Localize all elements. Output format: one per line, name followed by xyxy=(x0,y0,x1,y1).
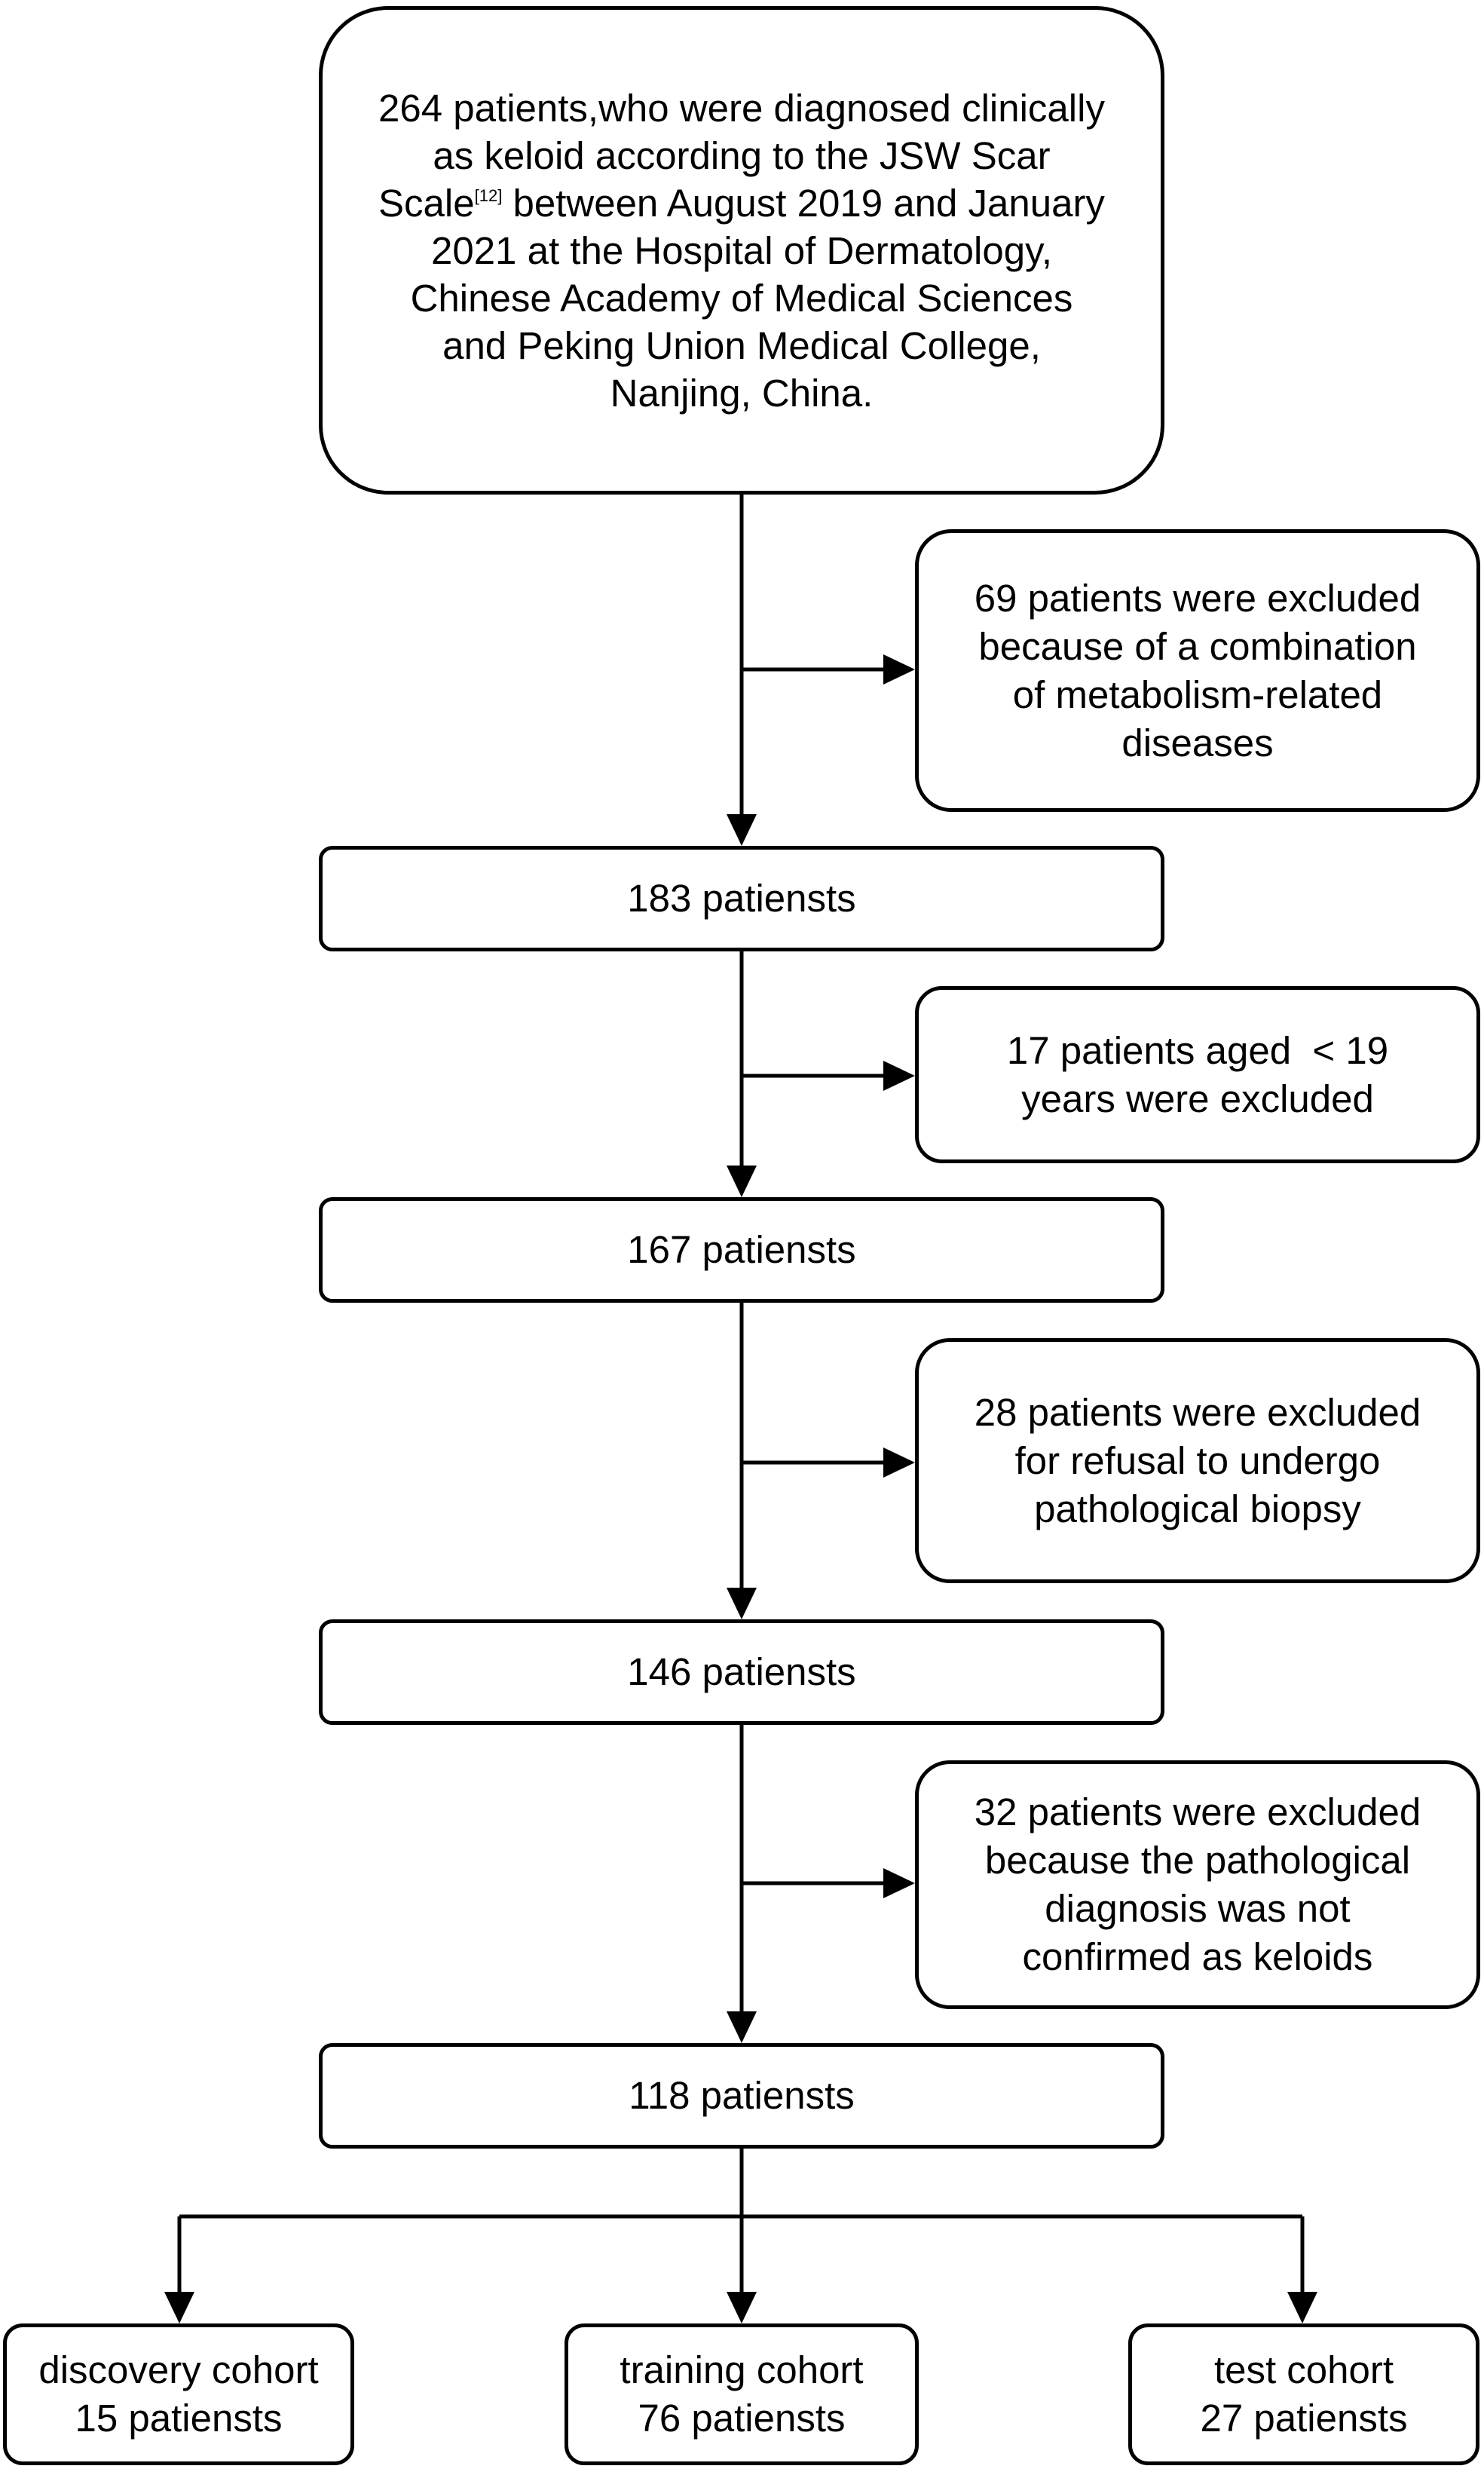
exclusion-line: 28 patients were excluded xyxy=(974,1390,1421,1434)
cohort-name: training cohort xyxy=(620,2348,864,2391)
arrowhead-to-167 xyxy=(727,1166,757,1197)
exclusion-box-pathology: 32 patients were excluded because the pa… xyxy=(915,1760,1480,2009)
exclusion-line: diseases xyxy=(1121,721,1274,764)
arrowhead-to-exclusion-4 xyxy=(883,1868,915,1898)
exclusion-box-metabolism: 69 patients were excluded because of a c… xyxy=(915,529,1480,812)
arrowhead-to-training xyxy=(727,2292,757,2323)
enrollment-line: 264 patients,who were diagnosed clinical… xyxy=(378,86,1105,130)
enrollment-line: Nanjing, China. xyxy=(610,371,874,415)
exclusion-box-biopsy-refusal: 28 patients were excluded for refusal to… xyxy=(915,1338,1480,1583)
exclusion-box-age: 17 patients aged < 19 years were exclude… xyxy=(915,986,1480,1163)
enrollment-line-scale: Scale xyxy=(378,181,475,225)
enrollment-line: Chinese Academy of Medical Sciences xyxy=(410,276,1073,320)
arrowhead-to-exclusion-1 xyxy=(883,654,915,685)
exclusion-line: for refusal to undergo xyxy=(1014,1438,1381,1482)
cohort-count: 27 patiensts xyxy=(1200,2397,1408,2440)
cohort-box-training: training cohort 76 patiensts xyxy=(565,2323,919,2465)
stage-box-167: 167 patiensts xyxy=(319,1197,1164,1303)
exclusion-line: of metabolism-related xyxy=(1012,672,1383,716)
cohort-count: 76 patiensts xyxy=(638,2397,846,2440)
stage-box-183: 183 patiensts xyxy=(319,846,1164,951)
exclusion-line: confirmed as keloids xyxy=(1022,1935,1373,1978)
stage-box-118: 118 patiensts xyxy=(319,2043,1164,2149)
cohort-box-test: test cohort 27 patiensts xyxy=(1128,2323,1479,2465)
arrowhead-to-118 xyxy=(727,2011,757,2043)
exclusion-line: because the pathological xyxy=(984,1839,1411,1882)
enrollment-box: 264 patients,who were diagnosed clinical… xyxy=(319,6,1164,495)
arrowhead-to-exclusion-3 xyxy=(883,1447,915,1478)
exclusion-line: pathological biopsy xyxy=(1034,1487,1361,1530)
enrollment-line: as keloid according to the JSW Scar xyxy=(433,133,1051,177)
cohort-box-discovery: discovery cohort 15 patiensts xyxy=(3,2323,354,2465)
enrollment-line: Scale[12] between August 2019 and Januar… xyxy=(378,179,1105,227)
cohort-count: 15 patiensts xyxy=(75,2397,283,2440)
arrowhead-to-exclusion-2 xyxy=(883,1061,915,1091)
exclusion-line: 32 patients were excluded xyxy=(974,1790,1421,1833)
stage-label: 183 patiensts xyxy=(627,877,856,920)
exclusion-line: because of a combination xyxy=(978,624,1417,668)
arrowhead-to-146 xyxy=(727,1588,757,1619)
reference-citation: [12] xyxy=(474,185,503,205)
cohort-name: test cohort xyxy=(1213,2348,1394,2391)
stage-label: 167 patiensts xyxy=(627,1228,856,1271)
exclusion-line: 17 patients aged < 19 xyxy=(1006,1028,1389,1072)
arrowhead-to-test xyxy=(1287,2292,1317,2323)
enrollment-line: 2021 at the Hospital of Dermatology, xyxy=(430,228,1052,272)
arrowhead-to-discovery xyxy=(164,2292,194,2323)
exclusion-line: years were excluded xyxy=(1021,1077,1374,1120)
stage-label: 146 patiensts xyxy=(627,1650,856,1693)
exclusion-line: diagnosis was not xyxy=(1045,1887,1351,1930)
enrollment-line-dates: between August 2019 and January xyxy=(502,181,1105,225)
stage-label: 118 patiensts xyxy=(629,2074,855,2117)
enrollment-line: and Peking Union Medical College, xyxy=(442,323,1041,367)
exclusion-line: 69 patients were excluded xyxy=(974,576,1421,620)
stage-box-146: 146 patiensts xyxy=(319,1619,1164,1725)
arrowhead-to-183 xyxy=(727,814,757,846)
cohort-name: discovery cohort xyxy=(38,2348,319,2391)
